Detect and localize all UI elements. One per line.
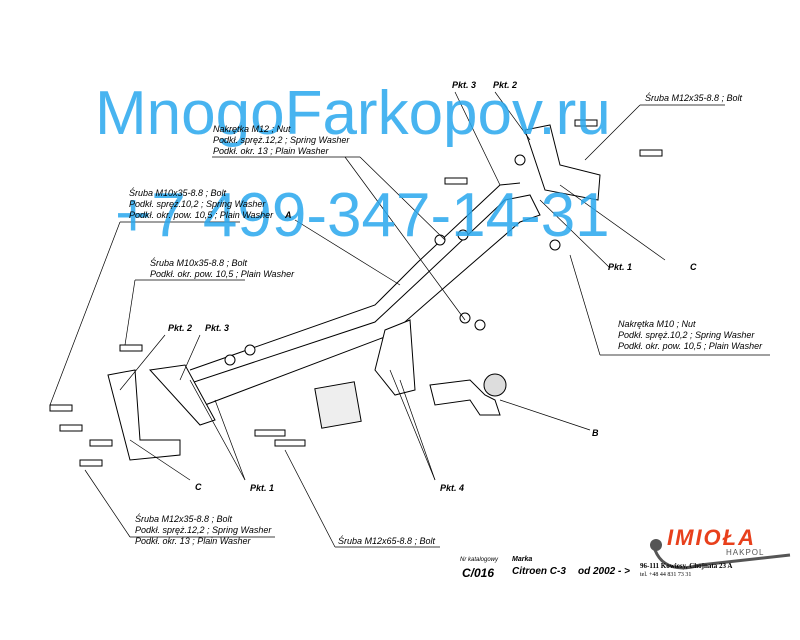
watermark-phone: +7 499-347-14-31 xyxy=(115,181,610,250)
company-address: 96-111 Kowiesy, Chojnata 23 A xyxy=(640,562,733,570)
ball-mount-plate xyxy=(374,319,416,396)
label-bolt-m10-a: Śruba M10x35-8.8 ; Bolt Podkł. spręż.10,… xyxy=(129,188,273,221)
company-phone: tel. +48 44 831 73 31 xyxy=(640,572,692,578)
label-line: Podkł. spręż.12,2 ; Spring Washer xyxy=(135,525,272,535)
watermark-site: MnogoFarkopov.ru xyxy=(95,79,611,148)
catalog-number: C/016 xyxy=(462,566,495,580)
part-b-label: B xyxy=(592,428,599,438)
label-line: Podkł. spręż.10,2 ; Spring Washer xyxy=(129,199,266,209)
logo-swoosh xyxy=(653,549,791,570)
ball-neck-b xyxy=(429,379,501,416)
year: od 2002 - > xyxy=(578,566,630,577)
label-line: Podkł. spręż.10,2 ; Spring Washer xyxy=(618,330,755,340)
label-line: Śruba M10x35-8.8 ; Bolt xyxy=(129,188,227,198)
bracket-pkt-left xyxy=(148,364,216,426)
pkt3-left: Pkt. 3 xyxy=(205,323,230,333)
bracket-right xyxy=(524,124,601,201)
label-line: Nakrętka M10 ; Nut xyxy=(618,319,696,329)
label-line: Nakrętka M12 ; Nut xyxy=(213,124,291,134)
label-line: Podkł. okr. pow. 10,5 ; Plain Washer xyxy=(129,210,274,220)
pkt3-top: Pkt. 3 xyxy=(452,80,477,90)
label-nut-m12: Nakrętka M12 ; Nut Podkł. spręż.12,2 ; S… xyxy=(213,124,349,157)
label-line: Podkł. okr. 13 ; Plain Washer xyxy=(135,536,251,546)
bracket-left xyxy=(107,369,181,461)
label-line: Podkł. okr. pow. 10,5 ; Plain Washer xyxy=(150,269,295,279)
imiola-logo: IMIOŁA xyxy=(667,525,756,550)
label-line: Podkł. okr. 13 ; Plain Washer xyxy=(213,146,329,156)
label-line: Podkł. okr. pow. 10,5 ; Plain Washer xyxy=(618,341,763,351)
pkt1-right: Pkt. 1 xyxy=(608,262,633,272)
catalog-label: Nr katalogowy xyxy=(460,557,499,563)
pkt2-top: Pkt. 2 xyxy=(493,80,518,90)
pkt1-left: Pkt. 1 xyxy=(250,483,275,493)
label-line: Śruba M12x35-8.8 ; Bolt xyxy=(135,514,233,524)
label-line: Śruba M10x35-8.8 ; Bolt xyxy=(150,258,248,268)
label-bolt-m12-bottom: Śruba M12x35-8.8 ; Bolt Podkł. spręż.12,… xyxy=(135,514,271,547)
label-nut-m10: Nakrętka M10 ; Nut Podkł. spręż.10,2 ; S… xyxy=(618,319,762,352)
socket-plate xyxy=(314,381,362,429)
crossbar-a xyxy=(184,182,541,406)
brand-label: Marka xyxy=(512,556,533,563)
label-bolt-m12x65: Śruba M12x65-8.8 ; Bolt xyxy=(338,536,436,546)
part-c-label-left: C xyxy=(195,482,202,492)
tow-ball xyxy=(483,373,507,397)
label-bolt-m10-b: Śruba M10x35-8.8 ; Bolt Podkł. okr. pow.… xyxy=(150,258,294,280)
label-bolt-m12-top: Śruba M12x35-8.8 ; Bolt xyxy=(645,93,743,103)
part-a-label: A xyxy=(285,210,292,220)
part-c-label-right: C xyxy=(690,262,697,272)
model: Citroen C-3 xyxy=(512,566,566,577)
pkt4: Pkt. 4 xyxy=(440,483,465,493)
pkt2-left: Pkt. 2 xyxy=(168,323,193,333)
label-line: Podkł. spręż.12,2 ; Spring Washer xyxy=(213,135,350,145)
hakpol-logo: HAKPOL xyxy=(726,548,765,557)
